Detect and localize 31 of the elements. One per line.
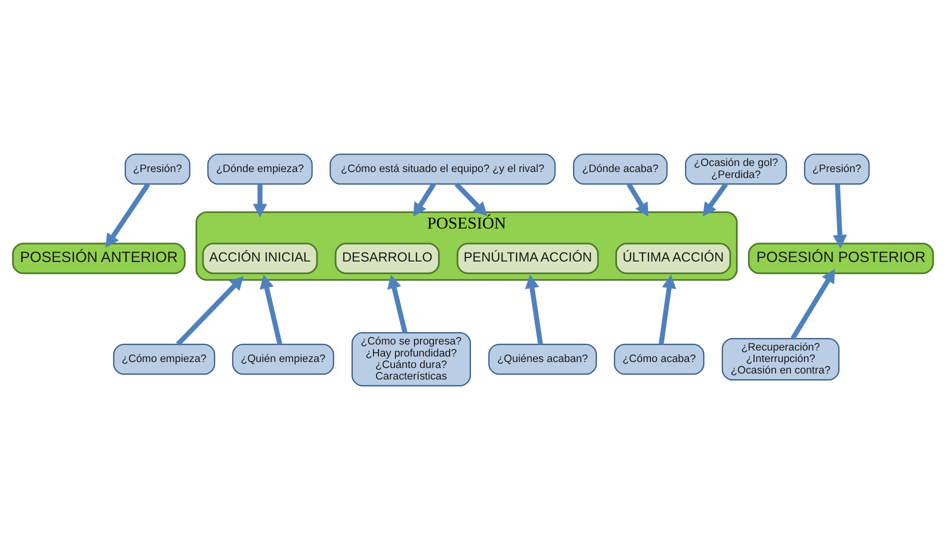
node-box: ¿Ocasión de gol? ¿Perdida? [684, 154, 788, 185]
arrow [387, 274, 408, 334]
arrow [626, 182, 648, 217]
arrow [105, 182, 150, 248]
arrow [176, 276, 244, 346]
node-box: POSESIÓN ANTERIOR [12, 242, 186, 274]
node-box: ÚLTIMA ACCIÓN [615, 242, 732, 274]
arrow [702, 182, 728, 216]
arrow [832, 184, 848, 249]
arrow [413, 182, 436, 217]
arrow [658, 274, 676, 345]
arrow [260, 274, 282, 345]
node-box: DESARROLLO [334, 242, 440, 274]
node-box: ¿Recuperación? ¿Interrupción? ¿Ocasión en contra? [722, 338, 840, 381]
node-box: ¿Cómo está situado el equipo? ¿y el rival? [330, 154, 556, 185]
node-box: ¿Presión? [804, 154, 870, 185]
arrow [454, 182, 488, 216]
node-box: ACCIÓN INICIAL [202, 242, 318, 274]
node-box: ¿Cómo empieza? [113, 344, 216, 375]
arrow [790, 268, 836, 340]
node-box: POSESIÓN POSTERIOR [748, 242, 934, 274]
node-box: ¿Dónde empieza? [207, 154, 313, 185]
arrow [252, 184, 268, 218]
node-box: ¿Cómo se progresa? ¿Hay profundidad? ¿Cuánto dura? Características [352, 332, 471, 386]
node-box: PENÚLTIMA ACCIÓN [456, 242, 599, 274]
node-box: ¿Cómo acaba? [614, 344, 704, 375]
arrow [525, 274, 543, 345]
node-box: ¿Quién empieza? [232, 344, 334, 375]
node-box: ¿Presión? [124, 154, 190, 185]
node-box: ¿Dónde acaba? [573, 154, 668, 185]
node-box: ¿Quiénes acaban? [488, 344, 597, 375]
